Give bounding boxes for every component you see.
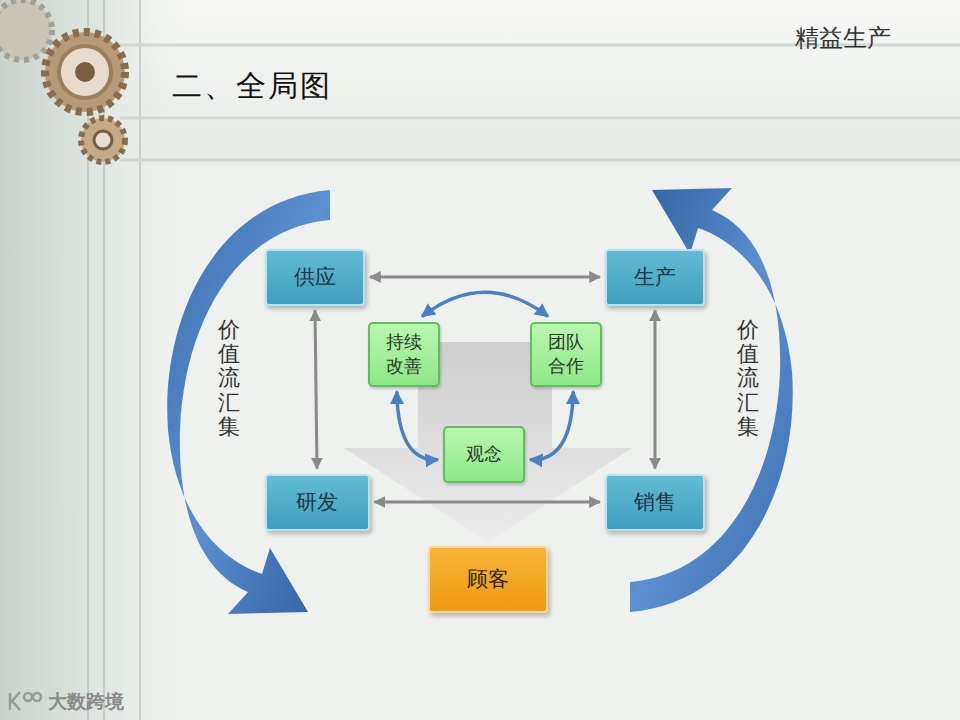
connector xyxy=(654,311,657,469)
connector xyxy=(315,311,317,469)
concept-box: 观念 xyxy=(443,426,525,483)
connector xyxy=(370,276,600,279)
slide-title: 二、全局图 xyxy=(172,66,332,107)
connector xyxy=(530,392,573,460)
node-text: 生产 xyxy=(634,263,676,291)
gear-decoration xyxy=(0,0,125,162)
header-label: 精益生产 xyxy=(795,22,891,54)
process-box: 供应 xyxy=(265,249,365,306)
node-text: 团队合作 xyxy=(547,330,585,379)
node-text: 顾客 xyxy=(467,565,509,593)
node-text: 销售 xyxy=(634,488,676,516)
node-text: 研发 xyxy=(296,488,338,516)
process-box: 研发 xyxy=(265,474,370,531)
watermark-logo xyxy=(10,692,41,710)
node-text: 供应 xyxy=(294,263,336,291)
watermark: 大数跨境 xyxy=(48,689,124,715)
process-box: 销售 xyxy=(605,474,705,531)
node-text: 观念 xyxy=(466,442,502,466)
node-text: 持续改善 xyxy=(385,330,423,379)
connector xyxy=(375,501,601,504)
process-box: 生产 xyxy=(605,249,705,306)
connector xyxy=(422,292,548,316)
concept-box: 团队合作 xyxy=(530,322,602,387)
concept-box: 持续改善 xyxy=(368,322,440,387)
vertical-label: 价值流汇集 xyxy=(218,318,240,439)
customer-box: 顾客 xyxy=(428,546,548,613)
vertical-label: 价值流汇集 xyxy=(737,318,759,439)
connector xyxy=(397,392,438,460)
